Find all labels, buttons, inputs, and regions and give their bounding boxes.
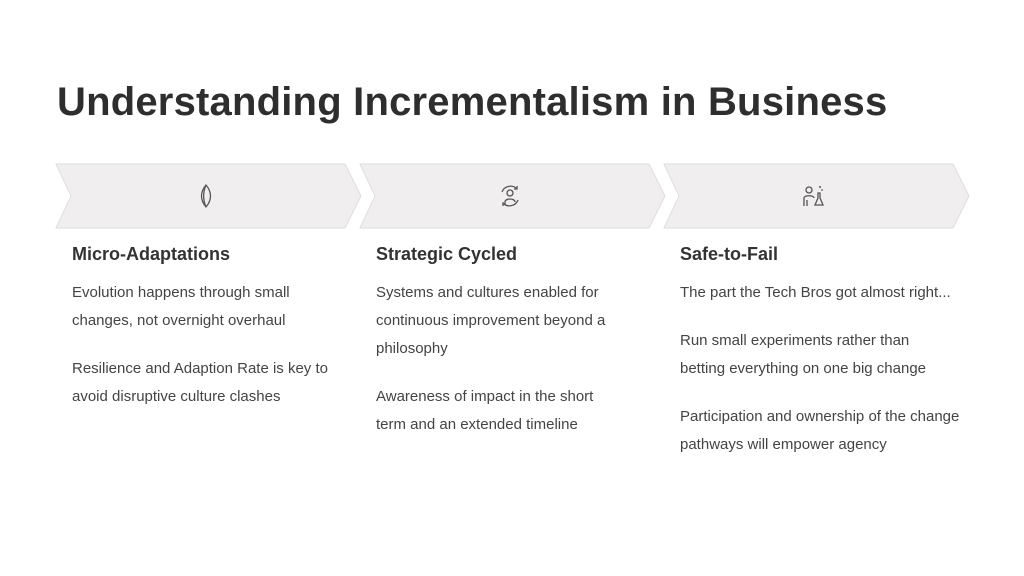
column-strategic-cycled: Strategic Cycled Systems and cultures en… — [376, 244, 666, 459]
column-text: Awareness of impact in the short term an… — [376, 388, 594, 433]
column-text: Participation and ownership of the chang… — [680, 408, 960, 453]
chevron-step-3 — [663, 163, 971, 229]
column-text: Systems and cultures enabled for continu… — [376, 284, 606, 357]
scientist-flask-icon — [803, 186, 824, 206]
column-safe-to-fail: Safe-to-Fail The part the Tech Bros got … — [680, 244, 970, 479]
chevron-step-2 — [359, 163, 667, 229]
column-text: The part the Tech Bros got almost right.… — [680, 284, 951, 301]
column-text: Resilience and Adaption Rate is key to a… — [72, 360, 328, 405]
page-title: Understanding Incrementalism in Business — [57, 80, 888, 124]
chevron-step-1 — [55, 163, 363, 229]
column-text: Evolution happens through small changes,… — [72, 284, 290, 329]
column-micro-adaptations: Micro-Adaptations Evolution happens thro… — [72, 244, 362, 431]
column-heading: Safe-to-Fail — [680, 244, 779, 264]
column-heading: Micro-Adaptations — [72, 244, 231, 264]
column-heading: Strategic Cycled — [376, 244, 518, 264]
user-cycle-icon — [501, 185, 519, 207]
leaf-icon — [200, 184, 212, 208]
column-text: Run small experiments rather than bettin… — [680, 332, 927, 377]
